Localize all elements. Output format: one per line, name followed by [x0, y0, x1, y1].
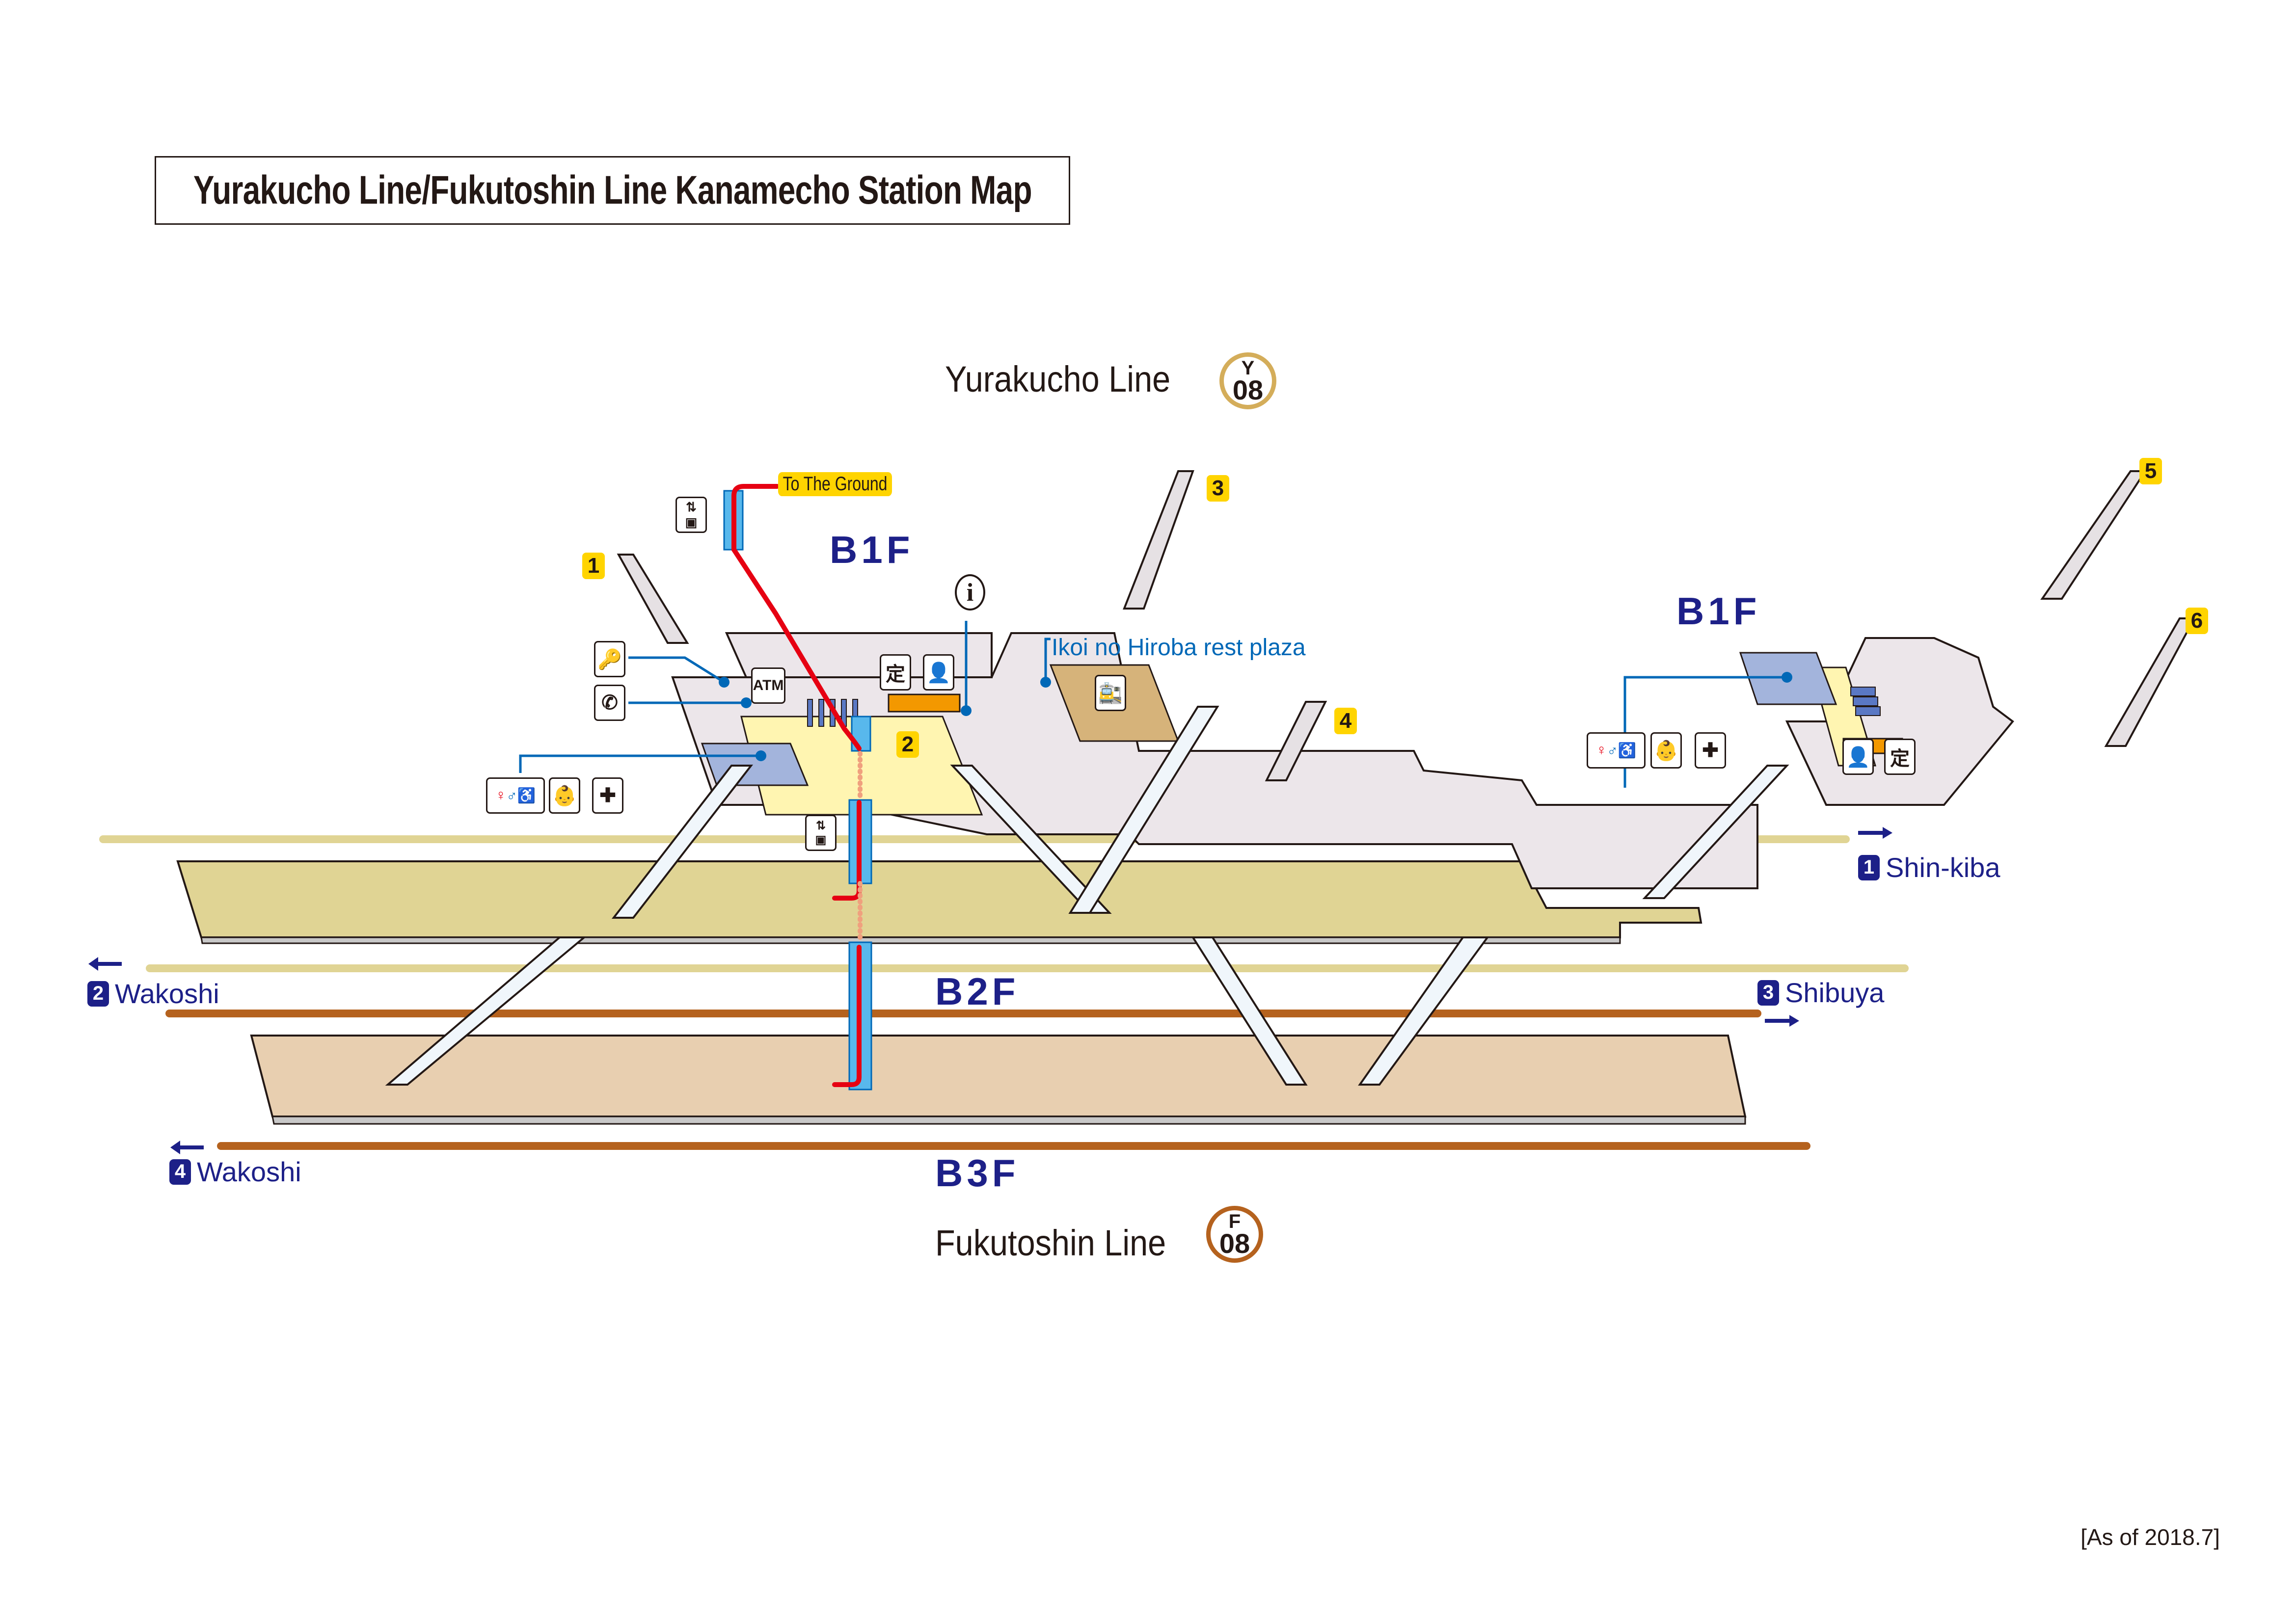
station-staff-icon: 🚉 [1095, 675, 1126, 711]
exit-badge-3[interactable]: 3 [1207, 475, 1229, 502]
first-aid-icon-right: ✚ [1695, 732, 1726, 769]
exit-stairs [617, 470, 2196, 781]
floor-label-b3f: B3F [935, 1151, 1020, 1195]
baby-care-icon-right: 👶 [1650, 732, 1682, 769]
coin-locker-icon: 🔑 [594, 641, 625, 677]
map-title-box: Yurakucho Line/Fukutoshin Line Kanamecho… [155, 156, 1070, 225]
exit-badge-1[interactable]: 1 [582, 553, 605, 579]
atm-label: ATM [753, 677, 784, 693]
information-icon: i [955, 574, 985, 611]
ticket-gates-right [1850, 687, 1881, 716]
fukutoshin-station-number: 08 [1219, 1228, 1250, 1259]
first-aid-icon-left: ✚ [592, 777, 623, 814]
escalators-b2f-b3f [385, 936, 1489, 1086]
direction-arrows [88, 827, 1892, 1154]
yurakucho-line-code: Y [1241, 357, 1255, 379]
arrow-right-track3 [1765, 1015, 1799, 1027]
track-number-2: 2 [87, 981, 109, 1007]
stairs-exit-6 [2104, 617, 2196, 747]
atm-icon: ATM [751, 667, 785, 704]
information-glyph: i [966, 578, 974, 607]
stairs-exit-5 [2040, 470, 2147, 600]
exit-badge-5[interactable]: 5 [2139, 458, 2162, 484]
elevator-route-b3f [832, 945, 862, 1087]
destination-shin-kiba: Shin-kiba [1886, 852, 2000, 883]
fukutoshin-line-code: F [1228, 1211, 1241, 1232]
telephone-icon: ✆ [594, 685, 625, 721]
elevator-route-to-ground [731, 484, 862, 751]
destination-wakoshi-4: Wakoshi [197, 1156, 301, 1187]
elevator-icon: ⇅▣ [675, 497, 707, 533]
elevator-icon-b2f: ⇅▣ [805, 815, 837, 851]
restroom-icon-left: ♀♂♿ [486, 777, 545, 814]
escalators-b1f-b2f [611, 706, 1789, 919]
track-number-4: 4 [169, 1159, 191, 1185]
b3f-platform-edge [271, 1116, 1746, 1125]
yurakucho-line-badge: Y 08 [1219, 352, 1276, 409]
b3f-platform [250, 1035, 1747, 1117]
direction-track-4: 4 Wakoshi [169, 1156, 301, 1188]
floor-label-b1f-right: B1F [1676, 589, 1761, 633]
direction-track-1: 1 Shin-kiba [1858, 851, 2000, 883]
to-the-ground-label: To The Ground [778, 472, 892, 496]
exit-badge-2[interactable]: 2 [896, 731, 919, 758]
floor-label-b1f-left: B1F [830, 528, 914, 571]
stairs-exit-1 [617, 554, 689, 644]
commuter-pass-icon: 定 [880, 654, 911, 691]
baby-care-icon-left: 👶 [549, 777, 580, 814]
track-number-3: 3 [1757, 980, 1779, 1006]
stairs-exit-4 [1265, 701, 1327, 781]
destination-wakoshi-2: Wakoshi [115, 978, 219, 1009]
b2f-platform-edge [200, 936, 1621, 944]
fukutoshin-line-badge: F 08 [1206, 1206, 1263, 1263]
ticket-office-icon-right: 👤 [1842, 739, 1874, 775]
arrow-left-track4 [170, 1141, 204, 1154]
floor-label-b2f: B2F [935, 970, 1020, 1013]
as-of-date: [As of 2018.7] [2080, 1524, 2220, 1550]
b2f-platform [176, 860, 1702, 938]
exit-badge-6[interactable]: 6 [2186, 608, 2208, 634]
rest-plaza-label: Ikoi no Hiroba rest plaza [1052, 635, 1306, 661]
commuter-pass-icon-right: 定 [1884, 739, 1916, 775]
direction-track-2: 2 Wakoshi [87, 978, 219, 1010]
restroom-icon-right: ♀♂♿ [1587, 732, 1646, 769]
stairs-exit-3 [1123, 470, 1194, 610]
arrow-left-track2 [88, 957, 122, 971]
commuter-pass-glyph-right: 定 [1890, 748, 1910, 770]
yurakucho-line-label: Yurakucho Line [945, 359, 1171, 399]
commuter-pass-glyph: 定 [886, 664, 905, 685]
arrow-right-track1 [1858, 827, 1892, 839]
track-number-1: 1 [1858, 854, 1880, 880]
direction-track-3: 3 Shibuya [1757, 977, 1884, 1009]
exit-badge-4[interactable]: 4 [1334, 708, 1357, 734]
leader-dots [719, 672, 1792, 761]
ticket-office-icon: 👤 [923, 654, 954, 691]
fukutoshin-line-label: Fukutoshin Line [935, 1223, 1166, 1263]
station-office-counter-left [888, 693, 961, 713]
destination-shibuya: Shibuya [1785, 977, 1885, 1008]
map-title: Yurakucho Line/Fukutoshin Line Kanamecho… [193, 168, 1032, 213]
yurakucho-station-number: 08 [1232, 374, 1264, 405]
restroom-block-left [701, 743, 809, 786]
